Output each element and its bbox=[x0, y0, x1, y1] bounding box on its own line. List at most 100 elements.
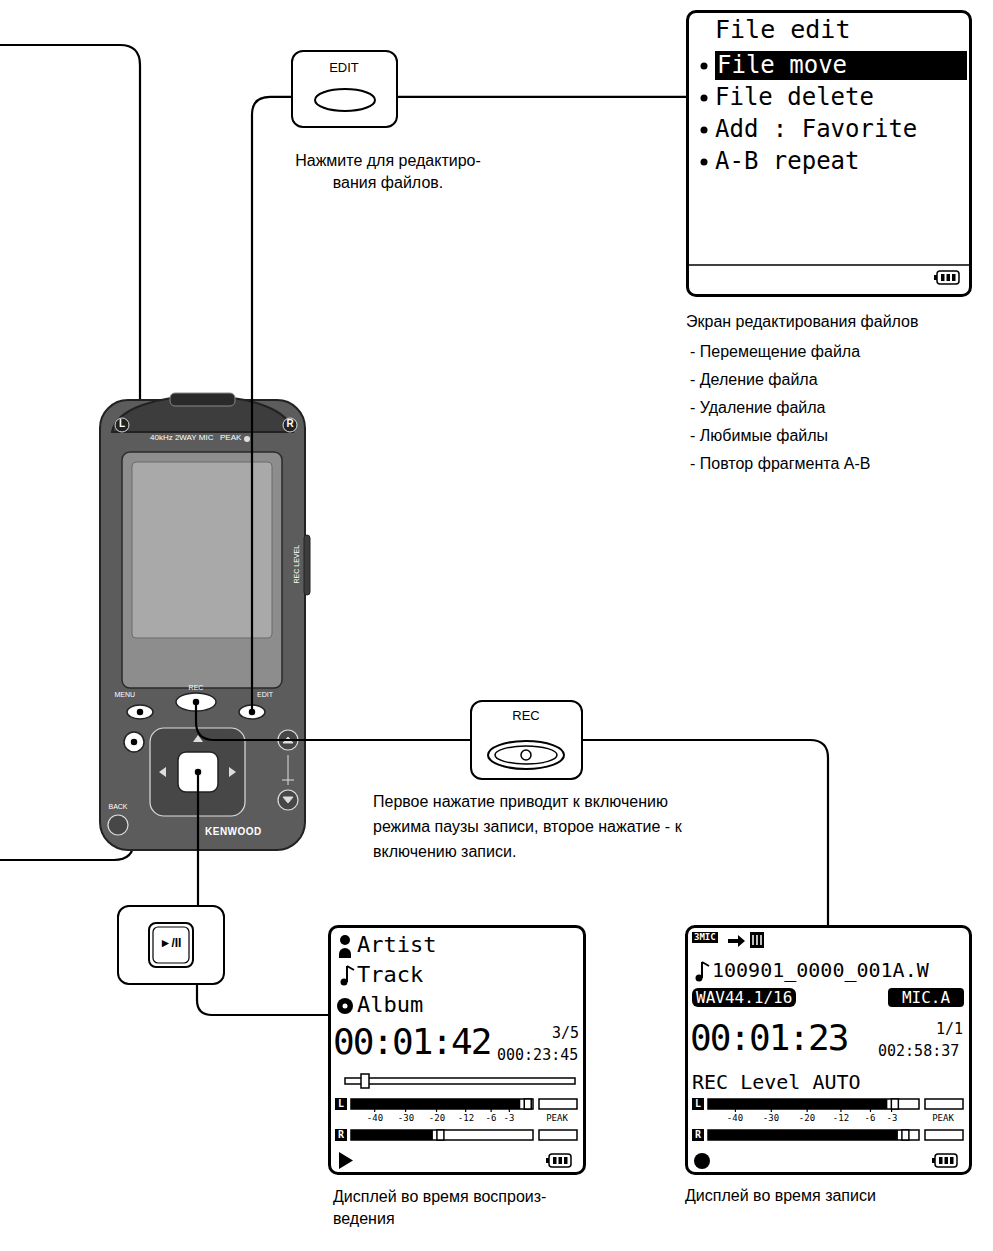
device-marking: KENWOOD bbox=[205, 826, 262, 838]
peak-hold bbox=[891, 1099, 898, 1109]
channel-label: R bbox=[335, 1129, 347, 1141]
screen-text: 1/1 bbox=[903, 1020, 963, 1038]
battery-icon bbox=[947, 274, 951, 281]
device-marking: REC bbox=[186, 684, 206, 692]
channel-label: R bbox=[692, 1129, 704, 1141]
time-readout: 00:01:23 bbox=[690, 1016, 847, 1059]
battery-icon bbox=[549, 1154, 571, 1167]
battery-icon bbox=[934, 275, 937, 280]
mic-grille bbox=[170, 393, 235, 406]
screen-text: Artist bbox=[357, 932, 436, 958]
scale-value: PEAK bbox=[923, 1113, 963, 1124]
scale-tick bbox=[491, 1109, 492, 1112]
rec-button bbox=[488, 741, 564, 769]
menu-item: File delete bbox=[715, 83, 874, 112]
card-icon bbox=[753, 935, 761, 945]
separator bbox=[686, 264, 972, 266]
mic-icon: 3MIC bbox=[692, 932, 718, 943]
track-icon bbox=[347, 966, 354, 982]
peak-box bbox=[925, 1099, 963, 1109]
scale-value: -30 bbox=[759, 1113, 783, 1124]
level-meter bbox=[351, 1130, 533, 1140]
peak-hold bbox=[902, 1130, 909, 1140]
peak-box bbox=[539, 1099, 577, 1109]
button-label: ►/II bbox=[119, 936, 222, 950]
battery-icon bbox=[559, 1157, 563, 1164]
scale-tick bbox=[436, 1109, 437, 1112]
scale-value: -6 bbox=[479, 1113, 503, 1124]
scale-tick bbox=[870, 1109, 871, 1112]
bullet bbox=[701, 127, 708, 134]
lcd-screen: 3MIC 100901_0000_001A.W WAV44.1/16 MIC.A 00:… bbox=[685, 925, 972, 1175]
battery-icon bbox=[937, 271, 959, 284]
arrow-icon bbox=[728, 935, 745, 947]
scale-value: -40 bbox=[363, 1113, 387, 1124]
scale-value: -3 bbox=[497, 1113, 521, 1124]
scale-value: -20 bbox=[425, 1113, 449, 1124]
instruction-note: Нажмите для редактиро- вания файлов. bbox=[283, 150, 493, 193]
screen-text: MIC.A bbox=[888, 988, 964, 1007]
volume-marks bbox=[282, 737, 294, 803]
battery-icon bbox=[932, 1158, 935, 1163]
rec-level-switch bbox=[304, 535, 310, 595]
screen-text: Track bbox=[357, 962, 423, 988]
device-marking: 40kHz 2WAY MIC bbox=[150, 433, 213, 443]
power-button bbox=[124, 732, 144, 752]
instruction-note: Первое нажатие приводит к включению режи… bbox=[373, 790, 695, 864]
battery-icon bbox=[939, 1157, 943, 1164]
artist-icon bbox=[339, 948, 351, 958]
list-item: - Перемещение файла bbox=[690, 342, 860, 361]
device-marking: EDIT bbox=[257, 691, 273, 699]
peak-hold bbox=[524, 1099, 531, 1109]
callout-dot bbox=[136, 708, 144, 716]
leader-line bbox=[196, 702, 470, 740]
lcd-screen: File editFile moveFile deleteAdd : Favor… bbox=[686, 10, 972, 297]
album-icon bbox=[337, 998, 353, 1014]
button-label: EDIT bbox=[293, 60, 395, 76]
battery-icon bbox=[546, 1158, 549, 1163]
screen-text: Album bbox=[357, 992, 423, 1018]
screen-title: File edit bbox=[715, 15, 850, 45]
scale-tick bbox=[891, 1109, 892, 1112]
peak-box bbox=[925, 1130, 963, 1140]
screen-text: 000:23:45 bbox=[497, 1046, 578, 1064]
bullet bbox=[701, 159, 708, 166]
track-icon bbox=[341, 979, 348, 986]
button-callout: REC bbox=[470, 700, 583, 780]
menu-item: Add : Favorite bbox=[715, 115, 917, 144]
menu-item: A-B repeat bbox=[715, 147, 860, 176]
battery-icon bbox=[564, 1157, 568, 1164]
menu-item: File move bbox=[715, 51, 967, 80]
caption: Экран редактирования файлов bbox=[686, 312, 919, 331]
scale-tick bbox=[509, 1109, 510, 1112]
pad-arrows bbox=[159, 735, 236, 777]
caption: Дисплей во время записи bbox=[685, 1186, 876, 1205]
scale-value: -12 bbox=[454, 1113, 478, 1124]
artist-icon bbox=[340, 935, 350, 945]
progress-knob bbox=[361, 1074, 369, 1088]
screen-text: 100901_0000_001A.W bbox=[712, 958, 929, 982]
button-label: REC bbox=[472, 708, 580, 724]
button-callout: EDIT bbox=[291, 50, 398, 128]
play-icon bbox=[339, 1152, 353, 1169]
device-body bbox=[100, 400, 305, 850]
scale-value: -12 bbox=[829, 1113, 853, 1124]
voice-recorder: LR40kHz 2WAY MICPEAKREC LEVELMENURECEDIT… bbox=[95, 380, 310, 855]
battery-icon bbox=[950, 1157, 954, 1164]
scale-value: -6 bbox=[858, 1113, 882, 1124]
channel-mark bbox=[115, 418, 129, 432]
album-icon bbox=[343, 1004, 348, 1009]
battery-icon bbox=[553, 1157, 557, 1164]
menu-button bbox=[127, 705, 153, 719]
battery-icon bbox=[935, 1154, 957, 1167]
screen-text: WAV44.1/16 bbox=[692, 988, 796, 1007]
screen-text: REC Level AUTO bbox=[692, 1070, 861, 1094]
scale-tick bbox=[735, 1109, 736, 1112]
list-item: - Деление файла bbox=[690, 370, 818, 389]
channel-label: L bbox=[692, 1098, 704, 1110]
callout-dot bbox=[130, 738, 138, 746]
scale-tick bbox=[807, 1109, 808, 1112]
scale-value: -30 bbox=[394, 1113, 418, 1124]
